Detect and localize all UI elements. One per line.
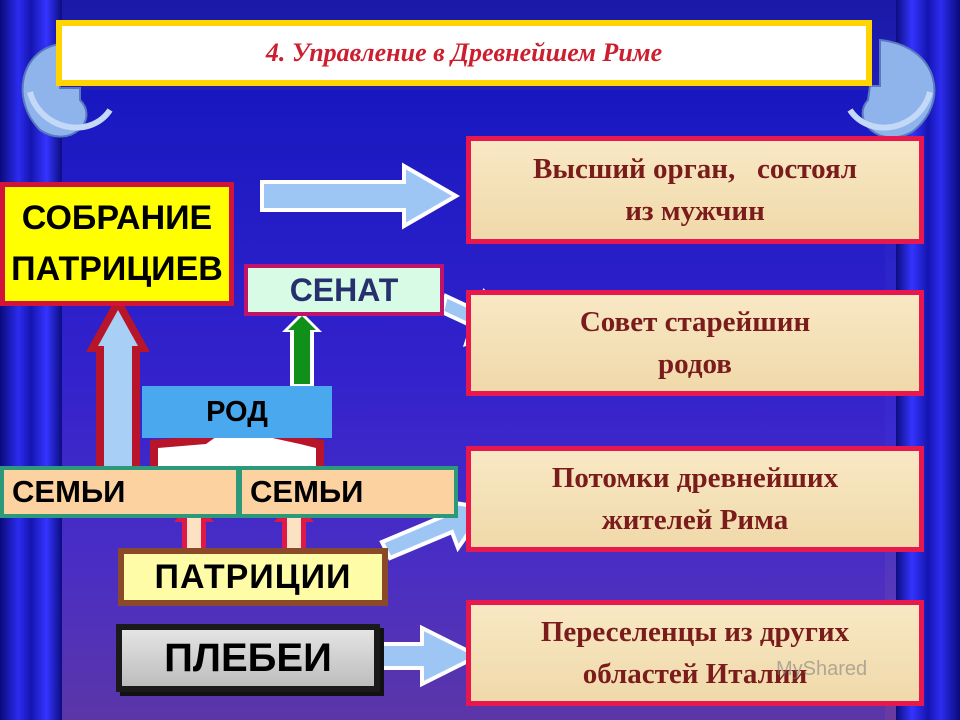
desc-1-line1: Высший орган, состоял: [532, 152, 858, 185]
desc-box-3: Потомки древнейших жителей Рима: [466, 446, 924, 552]
semya-label-2: СЕМЬИ: [250, 474, 364, 509]
plebei-box: ПЛЕБЕИ: [116, 624, 380, 692]
desc-4-line2: областей Италии: [582, 658, 808, 690]
rod-label: РОД: [206, 395, 268, 428]
title-ribbon: [21, 38, 936, 139]
sobranie-patriciev-box: СОБРАНИЕ ПАТРИЦИЕВ: [0, 182, 234, 306]
desc-3-line1: Потомки древнейших: [551, 461, 839, 494]
semya-box-2: СЕМЬИ: [238, 466, 458, 518]
plebei-label: ПЛЕБЕИ: [164, 635, 332, 680]
desc-1-line2: из мужчин: [625, 195, 765, 227]
slide-title: 4. Управление в Древнейшем Риме: [265, 38, 663, 67]
desc-2-line2: родов: [658, 348, 732, 380]
desc-3-line2: жителей Рима: [601, 504, 789, 536]
patricii-label: ПАТРИЦИИ: [154, 557, 352, 596]
patricii-box: ПАТРИЦИИ: [118, 548, 388, 606]
rod-box: РОД: [142, 386, 332, 438]
desc-box-1: Высший орган, состоял из мужчин: [466, 136, 924, 244]
semya-box-1: СЕМЬИ: [0, 466, 240, 518]
semya-label-1: СЕМЬИ: [12, 474, 126, 509]
desc-2-line1: Совет старейшин: [579, 305, 811, 338]
sobranie-line1: СОБРАНИЕ: [21, 199, 213, 237]
title-box: 4. Управление в Древнейшем Риме: [56, 20, 872, 86]
desc-box-2: Совет старейшин родов: [466, 290, 924, 396]
senat-label: СЕНАТ: [289, 271, 399, 308]
sobranie-line2: ПАТРИЦИЕВ: [11, 250, 223, 288]
desc-box-4: Переселенцы из других областей Италии: [466, 600, 924, 706]
desc-4-line1: Переселенцы из других: [540, 615, 850, 648]
watermark-text: MyShared: [776, 658, 868, 680]
senat-box: СЕНАТ: [244, 264, 444, 316]
